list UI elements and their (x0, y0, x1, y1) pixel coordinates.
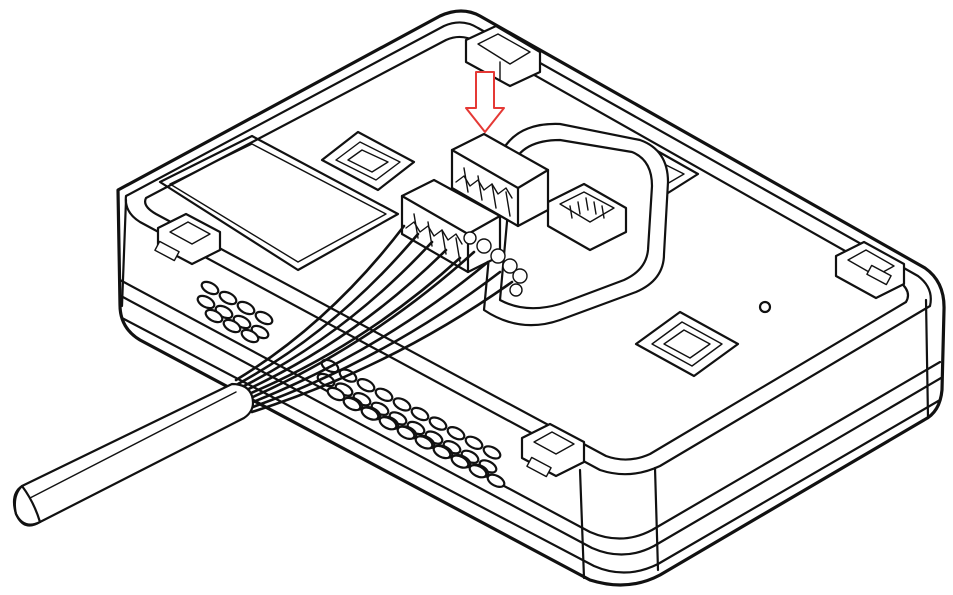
recessed-label-area (158, 134, 400, 272)
wire (236, 232, 420, 386)
wire (250, 280, 514, 414)
vent-hole (342, 396, 362, 412)
mounting-clips (154, 24, 906, 478)
ventilation-holes (196, 280, 506, 489)
vent-hole (196, 294, 216, 310)
vent-hole (396, 425, 416, 441)
vent-hole (374, 387, 394, 403)
screw-boss-top-left (320, 130, 416, 192)
wire (234, 224, 406, 382)
wire (248, 270, 502, 410)
wire (240, 248, 448, 394)
housing-front-corner (578, 298, 930, 580)
vent-hole (254, 310, 274, 326)
vent-hole (482, 445, 502, 460)
vent-hole (410, 406, 430, 422)
housing-side-line-2 (119, 294, 943, 556)
wire (238, 240, 434, 390)
recessed-label-inner (169, 143, 387, 263)
rj-jack (546, 182, 628, 252)
wire-bundle (234, 224, 514, 414)
terminal-connector-upper (450, 132, 550, 228)
vent-hole (200, 280, 220, 296)
housing-inner-rim (144, 35, 910, 461)
vent-hole (222, 318, 242, 334)
vent-hole (414, 435, 434, 450)
down-arrow-icon (465, 71, 505, 133)
wire-clamps (463, 231, 528, 297)
vent-hole (464, 435, 484, 451)
vent-hole (486, 473, 506, 489)
vent-hole (468, 463, 488, 479)
cable-end-face (12, 484, 42, 527)
housing-top-rim (124, 21, 932, 476)
housing-left-corner (120, 198, 128, 308)
screw-boss-bottom (634, 310, 740, 378)
device-housing (116, 9, 946, 587)
vent-hole (428, 416, 448, 431)
housing-side-line-1 (118, 278, 942, 540)
vent-hole (356, 377, 376, 393)
indicator-hole (758, 300, 772, 314)
housing-outer-edge (116, 9, 946, 587)
cable-assembly (12, 224, 514, 527)
vent-hole (432, 444, 452, 460)
vent-hole (392, 397, 412, 412)
vent-hole (218, 290, 238, 306)
vent-hole (450, 454, 470, 469)
vent-hole (204, 308, 224, 324)
vent-hole (240, 328, 260, 344)
cable-jacket (13, 382, 255, 526)
wire (244, 250, 476, 402)
cable-jacket-highlight (29, 391, 237, 499)
wire (242, 256, 462, 398)
vent-hole (446, 425, 466, 441)
vent-hole (360, 406, 380, 421)
wire (246, 260, 490, 406)
vent-hole (378, 415, 398, 431)
vent-hole (236, 300, 256, 316)
